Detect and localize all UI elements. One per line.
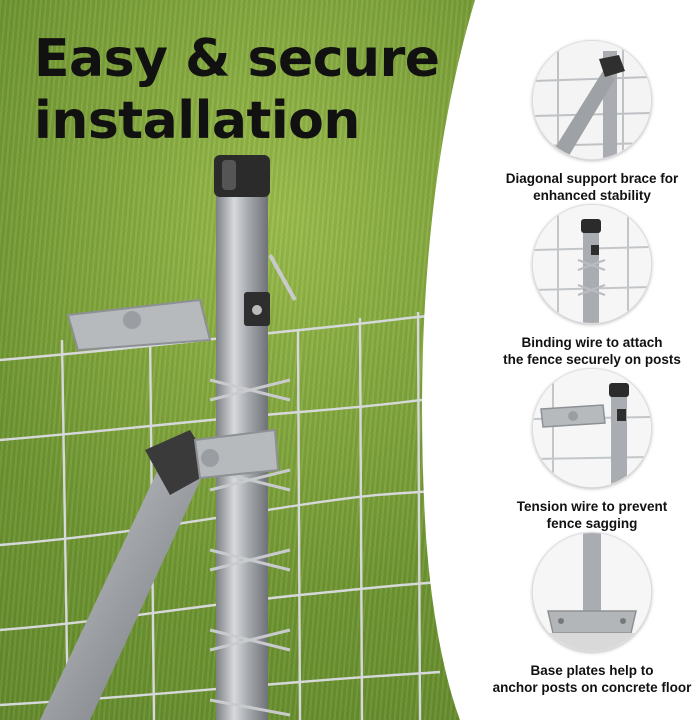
caption-line-2: fence sagging — [546, 516, 638, 531]
caption-line-1: Diagonal support brace for — [505, 171, 679, 186]
headline-line-1: Easy & secure — [34, 29, 440, 89]
caption-line-1: Base plates help to — [530, 663, 654, 678]
feature-caption: Diagonal support brace for enhanced stab… — [472, 170, 700, 204]
feature-diagonal-brace: Diagonal support brace for enhanced stab… — [472, 40, 700, 204]
feature-caption: Tension wire to prevent fence sagging — [472, 498, 700, 532]
caption-line-1: Tension wire to prevent — [516, 499, 668, 514]
feature-base-plate: Base plates help to anchor posts on conc… — [472, 532, 700, 696]
tension-wire-icon — [532, 368, 652, 488]
tension-clamp — [66, 254, 297, 352]
feature-binding-wire: Binding wire to attach the fence securel… — [472, 204, 700, 368]
caption-line-2: enhanced stability — [533, 188, 651, 203]
feature-caption: Base plates help to anchor posts on conc… — [472, 662, 700, 696]
caption-line-2: the fence securely on posts — [503, 352, 681, 367]
caption-line-2: anchor posts on concrete floor — [492, 680, 692, 695]
feature-tension-wire: Tension wire to prevent fence sagging — [472, 368, 700, 532]
binding-wire-icon — [532, 204, 652, 324]
headline-line-2: installation — [34, 91, 360, 151]
diagonal-brace-icon — [532, 40, 652, 160]
caption-line-1: Binding wire to attach — [521, 335, 663, 350]
binding-wire — [209, 378, 291, 717]
brace-clamp — [193, 428, 280, 480]
base-plate-icon — [532, 532, 652, 652]
headline: Easy & secure installation — [34, 28, 454, 152]
feature-caption: Binding wire to attach the fence securel… — [472, 334, 700, 368]
